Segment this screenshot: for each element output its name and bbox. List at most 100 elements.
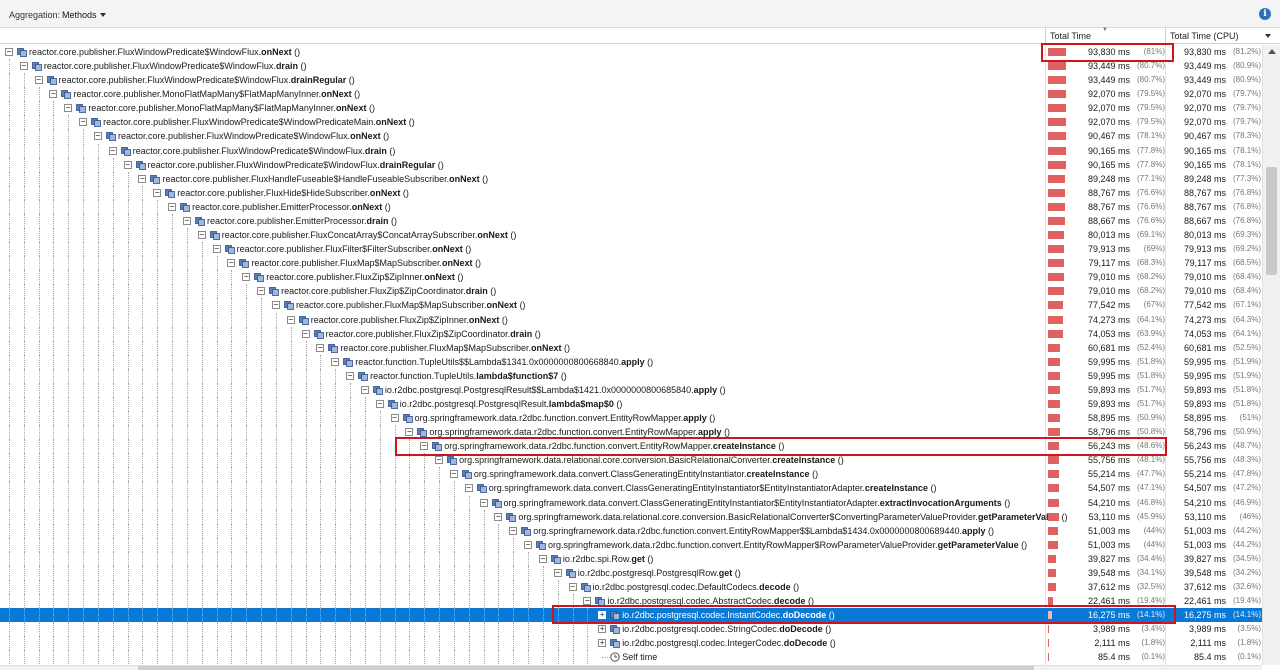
scrollbar-thumb[interactable]	[1266, 167, 1277, 275]
tree-row[interactable]: −reactor.function.TupleUtils.lambda$func…	[0, 368, 1262, 383]
collapse-icon[interactable]: −	[524, 539, 533, 549]
tree-row[interactable]: −io.r2dbc.postgresql.codec.AbstractCodec…	[0, 594, 1262, 609]
collapse-icon[interactable]: −	[494, 511, 503, 521]
collapse-icon[interactable]: −	[390, 413, 399, 423]
collapse-icon[interactable]: −	[19, 61, 28, 71]
info-icon[interactable]: i	[1259, 8, 1271, 20]
cpu-time-value: 74,273 ms	[1183, 314, 1226, 325]
collapse-icon[interactable]: −	[553, 567, 562, 577]
tree-row[interactable]: −reactor.core.publisher.FluxWindowPredic…	[0, 115, 1262, 130]
tree-row[interactable]: −io.r2dbc.postgresql.codec.DefaultCodecs…	[0, 580, 1262, 595]
tree-row[interactable]: −reactor.core.publisher.FluxMap$MapSubsc…	[0, 340, 1262, 355]
tree-row[interactable]: −reactor.core.publisher.FluxZip$ZipInner…	[0, 270, 1262, 285]
tree-row[interactable]: −reactor.core.publisher.FluxWindowPredic…	[0, 73, 1262, 88]
tree-row[interactable]: −reactor.core.publisher.FluxZip$ZipCoord…	[0, 326, 1262, 341]
tree-row[interactable]: −reactor.core.publisher.FluxFilter$Filte…	[0, 242, 1262, 257]
tree-row[interactable]: −reactor.core.publisher.FluxConcatArray$…	[0, 228, 1262, 243]
tree-row[interactable]: +io.r2dbc.postgresql.codec.StringCodec.d…	[0, 622, 1262, 637]
tree-row[interactable]: −reactor.core.publisher.FluxWindowPredic…	[0, 59, 1262, 74]
tree-row[interactable]: −org.springframework.data.relational.cor…	[0, 453, 1262, 468]
tree-row[interactable]: −reactor.core.publisher.FluxMap$MapSubsc…	[0, 298, 1262, 313]
collapse-icon[interactable]: −	[375, 399, 384, 408]
tree-row[interactable]: −io.r2dbc.postgresql.PostgresqlResult.la…	[0, 397, 1262, 411]
tree-row[interactable]: −reactor.core.publisher.FluxWindowPredic…	[0, 129, 1262, 144]
collapse-icon[interactable]: −	[405, 427, 414, 437]
collapse-icon[interactable]: −	[197, 230, 206, 240]
tree-row[interactable]: −reactor.core.publisher.EmitterProcessor…	[0, 199, 1262, 214]
collapse-icon[interactable]: −	[227, 258, 236, 268]
collapse-icon[interactable]: −	[435, 455, 444, 465]
collapse-icon[interactable]: −	[583, 596, 592, 606]
tree-row[interactable]: −io.r2dbc.spi.Row.get ()39,827 ms(34.4%)…	[0, 551, 1262, 566]
collapse-icon[interactable]: −	[420, 441, 429, 451]
tree-row[interactable]: −org.springframework.data.convert.ClassG…	[0, 467, 1262, 482]
tree-row[interactable]: −io.r2dbc.postgresql.PostgresqlResult$$L…	[0, 382, 1262, 397]
column-menu-icon[interactable]	[1265, 34, 1271, 38]
tree-row[interactable]: −reactor.core.publisher.FluxWindowPredic…	[0, 143, 1262, 158]
tree-row[interactable]: −reactor.core.publisher.FluxMap$MapSubsc…	[0, 256, 1262, 271]
collapse-icon[interactable]: −	[153, 187, 162, 197]
expand-icon[interactable]: +	[598, 638, 607, 648]
collapse-icon[interactable]: −	[34, 75, 43, 85]
collapse-icon[interactable]: −	[5, 47, 13, 56]
tree-row[interactable]: −org.springframework.data.r2dbc.function…	[0, 537, 1262, 552]
collapse-icon[interactable]: −	[271, 300, 280, 310]
collapse-icon[interactable]: −	[301, 328, 310, 338]
collapse-icon[interactable]: −	[464, 483, 473, 493]
tree-row[interactable]: +io.r2dbc.postgresql.codec.IntegerCodec.…	[0, 636, 1262, 651]
collapse-icon[interactable]: −	[123, 159, 132, 169]
tree-row[interactable]: −org.springframework.data.convert.ClassG…	[0, 481, 1262, 496]
tree-row[interactable]: −reactor.core.publisher.MonoFlatMapMany$…	[0, 101, 1262, 116]
expand-icon[interactable]: +	[598, 624, 607, 634]
tree-row[interactable]: −reactor.core.publisher.EmitterProcessor…	[0, 213, 1262, 228]
collapse-icon[interactable]: −	[108, 145, 117, 155]
tree-row[interactable]: −reactor.core.publisher.FluxZip$ZipInner…	[0, 312, 1262, 327]
column-total-time[interactable]: Total Time	[1045, 28, 1165, 44]
collapse-icon[interactable]: −	[538, 553, 547, 563]
collapse-icon[interactable]: −	[138, 173, 147, 183]
tree-guide-line	[201, 298, 203, 313]
tree-row[interactable]: −reactor.core.publisher.FluxWindowPredic…	[0, 157, 1262, 172]
collapse-icon[interactable]: −	[331, 356, 340, 366]
vertical-scrollbar[interactable]	[1262, 45, 1280, 665]
collapse-icon[interactable]: −	[242, 272, 251, 282]
tree-row[interactable]: −reactor.core.publisher.FluxHandleFuseab…	[0, 171, 1262, 186]
tree-row[interactable]: −org.springframework.data.r2dbc.function…	[0, 523, 1262, 538]
tree-row[interactable]: −reactor.core.publisher.FluxWindowPredic…	[0, 45, 1262, 59]
collapse-icon[interactable]: −	[286, 314, 295, 324]
collapse-icon[interactable]: −	[257, 286, 266, 296]
collapse-icon[interactable]: −	[79, 117, 88, 127]
call-tree[interactable]: −reactor.core.publisher.FluxWindowPredic…	[0, 45, 1262, 665]
scrollbar-thumb[interactable]	[138, 666, 1034, 670]
scroll-up-icon[interactable]	[1268, 49, 1276, 54]
tree-row[interactable]: −reactor.core.publisher.FluxHide$HideSub…	[0, 185, 1262, 200]
tree-row[interactable]: −org.springframework.data.convert.ClassG…	[0, 495, 1262, 510]
collapse-icon[interactable]: −	[316, 342, 325, 352]
tree-row[interactable]: −org.springframework.data.relational.cor…	[0, 509, 1262, 524]
expand-icon[interactable]: +	[598, 610, 607, 620]
tree-row[interactable]: −reactor.core.publisher.MonoFlatMapMany$…	[0, 87, 1262, 102]
collapse-icon[interactable]: −	[360, 384, 369, 394]
collapse-icon[interactable]: −	[449, 469, 458, 479]
tree-row[interactable]: +io.r2dbc.postgresql.codec.InstantCodec.…	[0, 608, 1262, 623]
column-total-time-cpu[interactable]: Total Time (CPU)	[1165, 28, 1269, 44]
tree-row[interactable]: −org.springframework.data.r2dbc.function…	[0, 411, 1262, 426]
aggregation-dropdown[interactable]: Methods	[62, 10, 106, 20]
tree-row[interactable]: −reactor.function.TupleUtils$$Lambda$134…	[0, 354, 1262, 369]
tree-row[interactable]: −reactor.core.publisher.FluxZip$ZipCoord…	[0, 284, 1262, 299]
tree-row[interactable]: −org.springframework.data.r2dbc.function…	[0, 439, 1262, 454]
tree-row[interactable]: −io.r2dbc.postgresql.PostgresqlRow.get (…	[0, 565, 1262, 580]
collapse-icon[interactable]: −	[509, 525, 518, 535]
collapse-icon[interactable]: −	[182, 215, 191, 225]
collapse-icon[interactable]: −	[93, 131, 102, 141]
collapse-icon[interactable]: −	[168, 201, 177, 211]
collapse-icon[interactable]: −	[49, 89, 58, 99]
tree-row[interactable]: −org.springframework.data.r2dbc.function…	[0, 425, 1262, 440]
collapse-icon[interactable]: −	[568, 582, 577, 592]
collapse-icon[interactable]: −	[64, 103, 73, 113]
collapse-icon[interactable]: −	[346, 370, 355, 380]
collapse-icon[interactable]: −	[479, 497, 488, 507]
collapse-icon[interactable]: −	[212, 244, 221, 254]
horizontal-scrollbar[interactable]	[0, 665, 1262, 670]
